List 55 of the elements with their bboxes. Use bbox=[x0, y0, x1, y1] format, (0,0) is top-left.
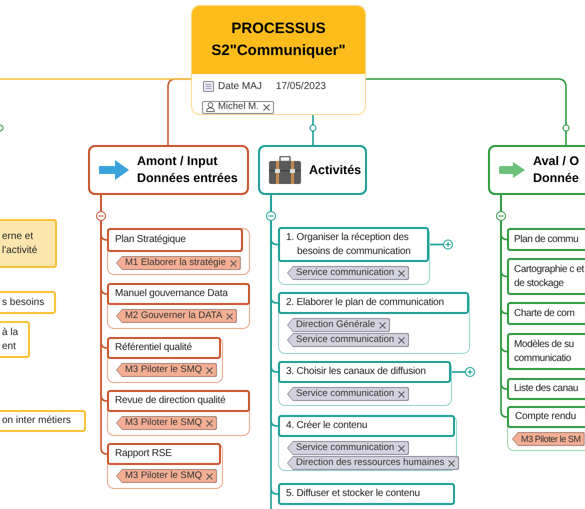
topic-box: Revue de direction qualité bbox=[107, 390, 250, 412]
topic-card bbox=[278, 292, 470, 354]
topic-card bbox=[107, 443, 223, 489]
field-label: Date MAJ bbox=[218, 80, 262, 94]
topic-box: 4. Créer le contenu bbox=[278, 415, 455, 437]
topic-box: Compte rendu bbox=[507, 406, 585, 428]
topic-box: Charte de com bbox=[507, 302, 585, 325]
tag-text: M3 Piloter le SMQ bbox=[125, 365, 202, 375]
connector-line bbox=[312, 115, 314, 145]
topic-box: Modèles de su communicatio bbox=[507, 333, 585, 370]
topic-box: s besoins bbox=[0, 291, 56, 314]
tag-text: Service communication bbox=[296, 443, 394, 453]
topic-box: 5. Diffuser et stocker le contenu bbox=[278, 483, 455, 505]
tag-text: Direction des ressources humaines bbox=[296, 458, 444, 468]
branch-box bbox=[258, 145, 367, 195]
branch-box bbox=[88, 145, 249, 195]
topic-box: 1. Organiser la réception des besoins de communication bbox=[278, 227, 429, 262]
tag-text: Direction Générale bbox=[296, 320, 376, 330]
topic-card bbox=[278, 361, 452, 406]
tag-text: Service communication bbox=[296, 335, 394, 345]
tag-text: M1 Elaborer la stratégie bbox=[125, 258, 226, 268]
topic-card bbox=[107, 283, 250, 329]
tag-text: M2 Gouverner la DATA bbox=[125, 311, 222, 321]
topic-box: Liste des canau bbox=[507, 378, 585, 400]
tag-text: M3 Piloter le SMQ bbox=[125, 418, 202, 428]
branch-title: Aval / O Donnée bbox=[533, 153, 580, 187]
topic-box: 3. Choisir les canaux de diffusion bbox=[278, 361, 451, 383]
topic-box: Cartographie c et de stockage bbox=[507, 258, 585, 295]
topic-box: erne et l'activité bbox=[0, 219, 57, 268]
title-box: PROCESSUS S2"Communiquer" bbox=[192, 6, 365, 74]
tag-text: Michel M. bbox=[218, 102, 259, 112]
topic-box: Plan de commu bbox=[507, 228, 585, 251]
topic-box: Manuel gouvernance Data bbox=[107, 283, 250, 305]
topic-card bbox=[507, 406, 585, 451]
tag-text: Service communication bbox=[296, 389, 394, 399]
connector-line bbox=[366, 78, 567, 145]
topic-card bbox=[107, 337, 223, 383]
topic-card bbox=[278, 227, 430, 285]
topic-card bbox=[107, 390, 250, 436]
connector-line bbox=[0, 78, 191, 80]
topic-box: Plan Stratégique bbox=[107, 228, 243, 252]
branch-title: Activités bbox=[309, 162, 362, 178]
tag-text: M3 Piloter le SM bbox=[521, 434, 581, 444]
topic-box: 2. Elaborer le plan de communication bbox=[278, 292, 469, 314]
topic-box: Rapport RSE bbox=[107, 443, 221, 465]
date-text: 17/05/2023 bbox=[276, 80, 326, 94]
tag-text: Service communication bbox=[296, 268, 394, 278]
root-card bbox=[191, 5, 366, 115]
topic-card bbox=[107, 228, 250, 275]
topic-box: à la ent bbox=[0, 321, 30, 358]
tag-text: M3 Piloter le SMQ bbox=[125, 471, 202, 481]
topic-box: Référentiel qualité bbox=[107, 337, 221, 359]
topic-card bbox=[278, 415, 457, 471]
branch-title: Amont / Input Données entrées bbox=[137, 153, 239, 187]
topic-box: on inter métiers bbox=[0, 410, 86, 432]
